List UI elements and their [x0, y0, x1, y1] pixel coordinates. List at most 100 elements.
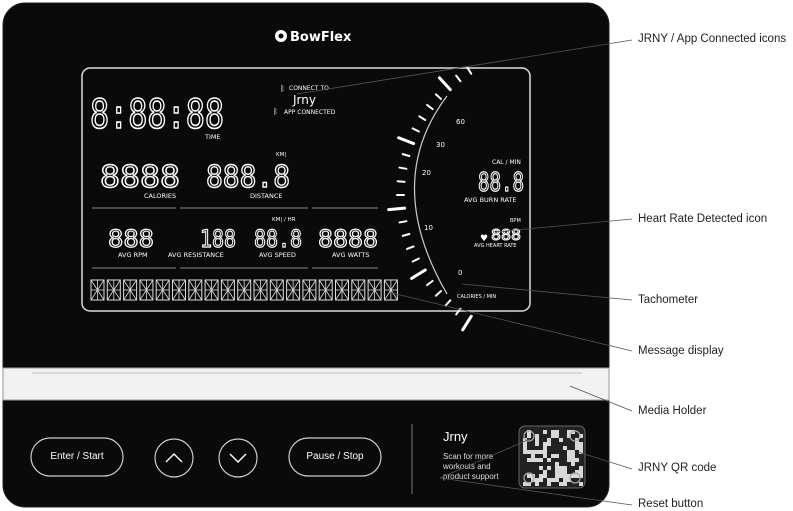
tach-tick-0: 0 [458, 269, 462, 277]
distance-value: 888.8 [206, 160, 290, 195]
qr-module [563, 466, 567, 470]
message-segment-cell [269, 279, 284, 301]
qr-module [527, 458, 531, 462]
calories-value: 8888 [100, 160, 180, 195]
separator-lines [92, 207, 378, 269]
pause-stop-button[interactable] [288, 437, 382, 477]
speed-unit: KM| / HR [272, 217, 296, 223]
qr-module [547, 466, 551, 470]
qr-module [563, 474, 567, 478]
qr-module [543, 470, 547, 474]
qr-module [579, 474, 583, 478]
qr-module [559, 474, 563, 478]
jrny-panel-line1: Scan for more [443, 452, 494, 461]
tach-tick-10: 10 [424, 224, 433, 232]
qr-module [539, 450, 543, 454]
message-segment-cell [155, 279, 170, 301]
speed-value: 88.8 [254, 225, 302, 253]
qr-module [575, 470, 579, 474]
speed-label: AVG SPEED [259, 251, 296, 259]
qr-module [579, 466, 583, 470]
qr-corner-screw [569, 430, 581, 442]
rpm-label: AVG RPM [118, 251, 148, 259]
qr-module [567, 434, 571, 438]
cal-min-label: CAL / MIN [492, 159, 521, 166]
message-segment-cell [351, 279, 366, 301]
qr-module [527, 434, 531, 438]
enter-start-button[interactable] [30, 437, 124, 477]
qr-module [563, 482, 567, 486]
qr-module [579, 434, 583, 438]
qr-module [563, 470, 567, 474]
qr-module [575, 442, 579, 446]
qr-module [551, 434, 555, 438]
callout-reset-button: Reset button [638, 498, 704, 510]
qr-module [535, 482, 539, 486]
tach-tick-mark [397, 136, 416, 146]
qr-module [547, 442, 551, 446]
tach-tick-20: 20 [422, 169, 431, 177]
jrny-display-logo: Jrny [292, 93, 316, 107]
bluetooth-icon: ᛒ [280, 84, 285, 93]
qr-module [571, 450, 575, 454]
message-display [90, 279, 398, 301]
qr-module [579, 446, 583, 450]
qr-module [571, 454, 575, 458]
qr-module [559, 482, 563, 486]
qr-module [575, 458, 579, 462]
qr-module [567, 458, 571, 462]
qr-module [579, 470, 583, 474]
distance-label: DISTANCE [250, 192, 282, 200]
qr-module [531, 458, 535, 462]
qr-module [567, 450, 571, 454]
calories-label: CALORIES [144, 192, 176, 200]
console: BowFlex ᛒ CONNECT TO Jrny ᛒ APP CONNECTE… [2, 2, 612, 509]
burn-label: AVG BURN RATE [464, 196, 517, 204]
callout-jrny-app-icons: JRNY / App Connected icons [638, 33, 787, 45]
watts-value: 8888 [318, 225, 378, 253]
message-segment-cell [188, 279, 203, 301]
tach-tick-mark [396, 180, 406, 183]
qr-module [563, 478, 567, 482]
qr-module [539, 474, 543, 478]
message-segment-cell [302, 279, 317, 301]
message-segment-cell [139, 279, 154, 301]
qr-module [551, 478, 555, 482]
bpm-label: BPM [510, 218, 521, 224]
qr-module [523, 442, 527, 446]
burn-value: 88.8 [478, 168, 524, 198]
qr-module [555, 434, 559, 438]
qr-module [555, 478, 559, 482]
qr-module [575, 474, 579, 478]
tach-tick-mark [401, 153, 411, 158]
message-segment-cell [90, 279, 105, 301]
qr-module [539, 478, 543, 482]
hr-value: 888 [491, 226, 521, 244]
message-segment-cell [106, 279, 121, 301]
qr-module [539, 466, 543, 470]
time-value: 8:88:88 [90, 92, 224, 138]
qr-module [543, 442, 547, 446]
qr-module [543, 446, 547, 450]
message-segment-cell [383, 279, 398, 301]
qr-module [579, 442, 583, 446]
down-button[interactable] [218, 438, 258, 478]
qr-module [555, 474, 559, 478]
console-body [2, 2, 610, 508]
bluetooth-icon: ᛒ [273, 107, 278, 116]
qr-module [555, 462, 559, 466]
tach-tick-mark [434, 93, 443, 100]
qr-module [551, 454, 555, 458]
qr-module [543, 430, 547, 434]
callout-tachometer: Tachometer [638, 294, 699, 306]
connect-to-label: CONNECT TO [289, 85, 329, 92]
tach-tick-60: 60 [456, 118, 465, 126]
qr-module [547, 438, 551, 442]
qr-module [543, 454, 547, 458]
qr-module [559, 470, 563, 474]
chevron-up-icon [165, 453, 183, 463]
qr-module [527, 430, 531, 434]
up-button[interactable] [154, 438, 194, 478]
qr-module [571, 462, 575, 466]
jrny-qr-code [518, 425, 586, 489]
